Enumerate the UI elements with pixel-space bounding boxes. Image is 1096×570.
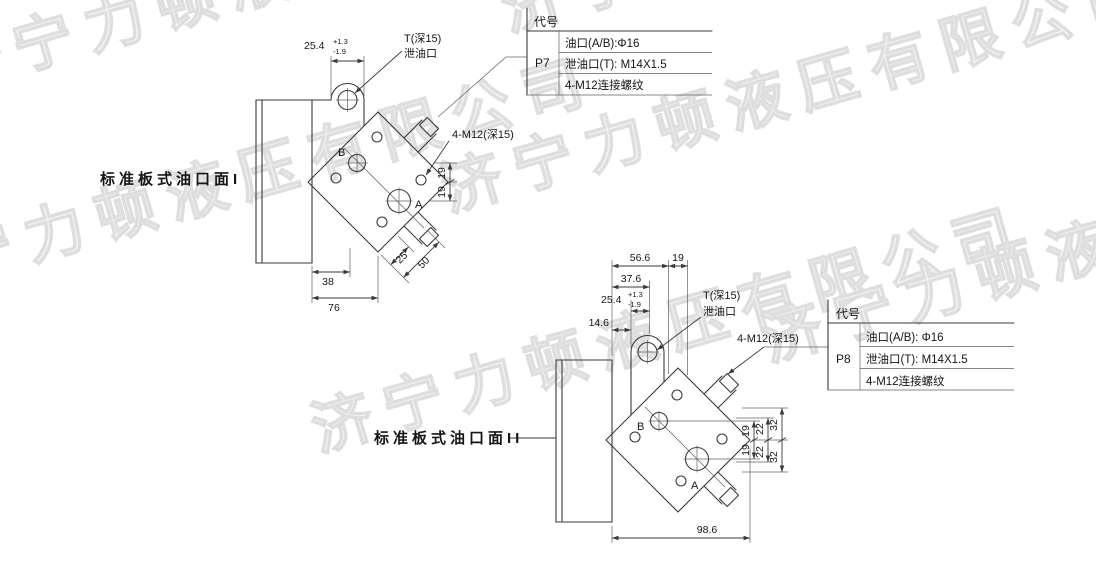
d2-dim-19-lower: 19	[740, 444, 752, 456]
d2-dim-22-lower: 22	[754, 446, 766, 458]
d2-dim-32-lower: 32	[768, 451, 780, 463]
d2-port-b-label: B	[637, 421, 644, 433]
bolt-boss-lower	[703, 471, 740, 508]
d1-port-b-label: B	[338, 147, 345, 159]
d2-dim-19-upper: 19	[740, 425, 752, 437]
pf2-port-face	[605, 334, 751, 513]
d2-dim-22-upper: 22	[754, 423, 766, 435]
pf1-body-section	[255, 99, 332, 264]
d2-table-header: 代号	[836, 307, 860, 321]
m12-hole	[675, 475, 687, 487]
port-face-2-title: 标准板式油口面II	[373, 429, 523, 447]
m12-hole	[371, 131, 383, 143]
port-face-1-drawing: 25.4 +1.3 -1.9 19 19 38 76	[99, 7, 713, 314]
d1-spec-thread: 4-M12连接螺纹	[565, 78, 644, 92]
d1-dim-19-lower: 19	[436, 186, 448, 198]
d1-drain-label: 泄油口	[404, 46, 437, 60]
m12-hole	[330, 172, 342, 184]
d2-port-a-label: A	[691, 480, 699, 492]
d1-dim-38: 38	[322, 276, 334, 288]
pf1-port-face	[307, 82, 449, 253]
pf2-dimensions: 56.6 19 37.6 25.4 +1.3 -1.9 14.6	[589, 252, 788, 543]
d1-dim-25-4: 25.4	[304, 40, 325, 52]
drain-boss	[330, 82, 365, 127]
d1-dim-50: 50	[416, 254, 433, 271]
d2-dim-56-6: 56.6	[630, 252, 651, 264]
d2-spec-port: 油口(A/B): Φ16	[866, 330, 944, 344]
d1-spec-port: 油口(A/B):Φ16	[565, 36, 639, 50]
m12-hole	[415, 174, 427, 186]
d1-port-a-label: A	[415, 199, 423, 211]
d2-dim-32-upper: 32	[768, 419, 780, 431]
d1-m12-label: 4-M12(深15)	[452, 128, 514, 141]
pf2-body-section	[555, 359, 613, 523]
d1-tol-plus: +1.3	[333, 37, 348, 46]
d1-table-link-line	[437, 56, 527, 118]
pf2-annotations: T(深15) 泄油口 4-M12(深15) B A	[637, 289, 828, 492]
bolt-boss-upper	[703, 372, 740, 409]
d1-dim-76: 76	[328, 302, 340, 314]
d2-drain-label: 泄油口	[703, 304, 736, 318]
m12-hole	[716, 433, 728, 445]
bolt-boss-upper	[403, 116, 440, 153]
d1-t-port-label: T(深15)	[404, 32, 441, 45]
port-face-1-title: 标准板式油口面I	[99, 170, 241, 188]
pf1-annotations: T(深15) 泄油口 4-M12(深15) B A	[338, 32, 527, 211]
d2-t-port-label: T(深15)	[703, 289, 740, 302]
pf1-dimensions: 25.4 +1.3 -1.9 19 19 38 76	[304, 37, 457, 314]
port-face-2-drawing: 56.6 19 37.6 25.4 +1.3 -1.9 14.6	[373, 252, 1015, 543]
d1-dim-19-upper: 19	[436, 167, 448, 179]
d2-dim-14-6: 14.6	[589, 317, 610, 329]
d2-tol-plus: +1.3	[628, 290, 643, 299]
d2-dim-19-top: 19	[672, 252, 684, 264]
pf1-spec-table: 代号 P7 油口(A/B):Φ16 泄油口(T): M14X1.5 4-M12连…	[526, 7, 713, 96]
d1-spec-drain: 泄油口(T): M14X1.5	[565, 57, 667, 71]
d2-spec-drain: 泄油口(T): M14X1.5	[866, 352, 968, 366]
d2-dim-25-4: 25.4	[601, 294, 622, 306]
d2-dim-37-6: 37.6	[621, 273, 642, 285]
d2-spec-thread: 4-M12连接螺纹	[866, 374, 945, 388]
m12-hole	[629, 431, 641, 443]
bolt-boss-lower	[403, 211, 440, 248]
m12-hole	[376, 216, 388, 228]
d1-code-p7: P7	[535, 56, 550, 70]
d1-dim-25: 25	[394, 249, 411, 266]
m12-hole	[671, 389, 683, 401]
pf2-spec-table: 代号 P8 油口(A/B): Φ16 泄油口(T): M14X1.5 4-M12…	[827, 299, 1015, 391]
d2-tol-minus: -1.9	[628, 300, 641, 309]
d2-dim-98-6: 98.6	[697, 524, 718, 536]
d2-m12-label: 4-M12(深15)	[737, 332, 799, 345]
d1-tol-minus: -1.9	[333, 47, 346, 56]
d1-table-header: 代号	[534, 15, 558, 29]
d2-code-p8: P8	[836, 352, 851, 366]
